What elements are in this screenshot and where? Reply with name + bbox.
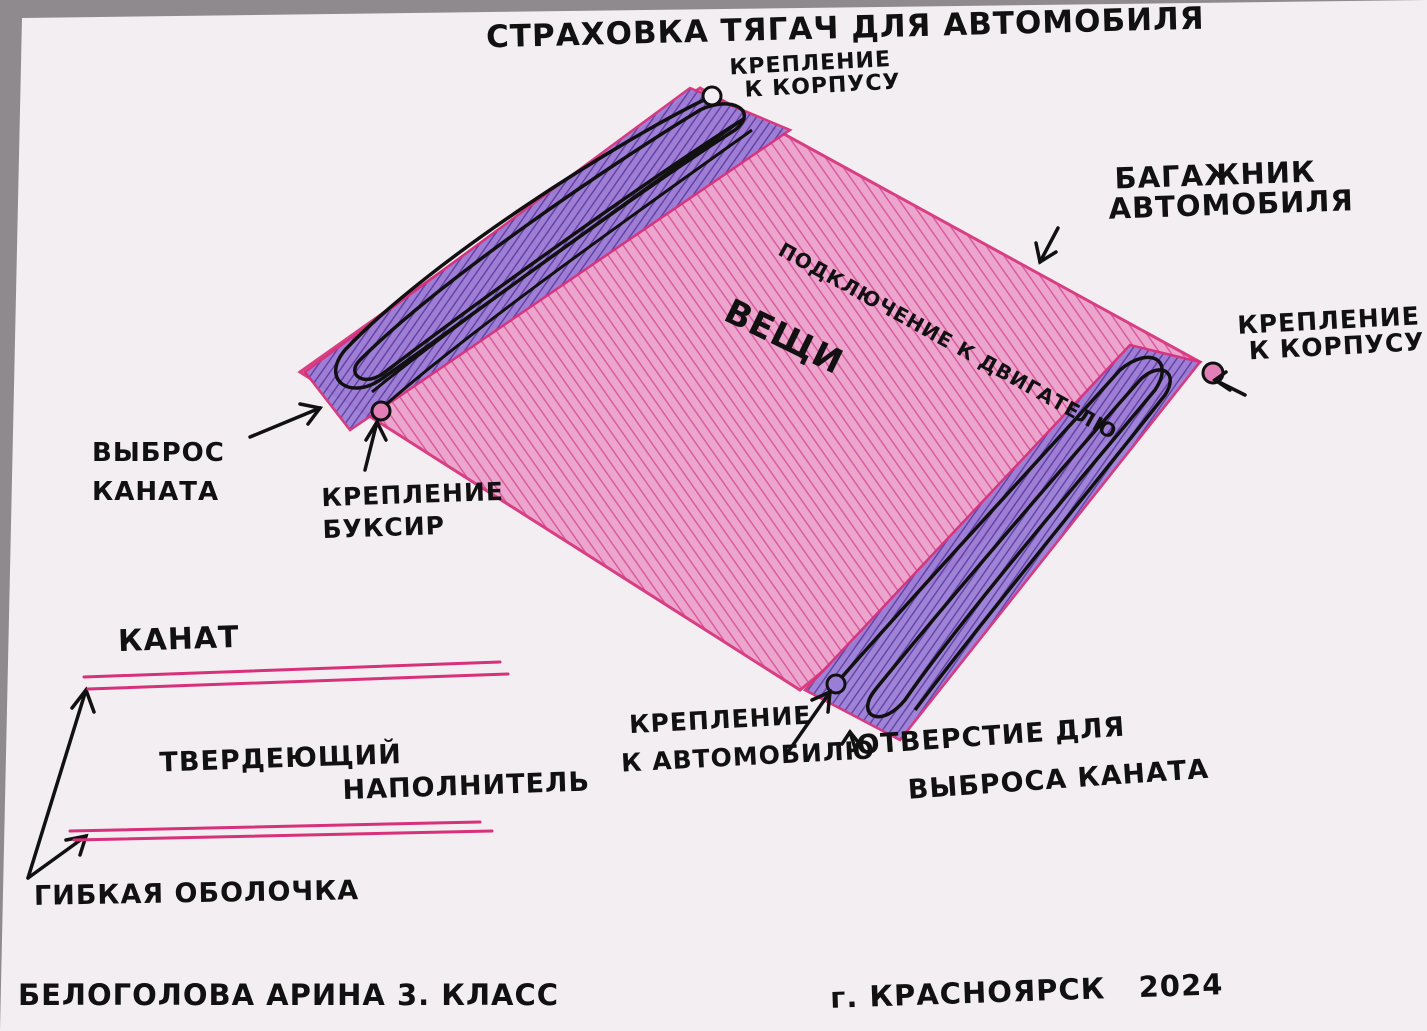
label-line: КРЕПЛЕНИЕ: [321, 479, 504, 512]
label-rope-ejection: ВЫБРОС КАНАТА: [92, 440, 225, 507]
label-mount-tow: КРЕПЛЕНИЕ БУКСИР: [321, 479, 505, 544]
legend-rope: КАНАТ: [117, 622, 240, 658]
label-trunk: БАГАЖНИК АВТОМОБИЛЯ: [1077, 155, 1354, 225]
mount-point-top: [703, 87, 721, 105]
mount-point-tow: [372, 402, 390, 420]
label-line: КАНАТА: [92, 479, 225, 506]
label-mount-body-top: КРЕПЛЕНИЕ К КОРПУСУ: [729, 48, 901, 103]
footer-author: БЕЛОГОЛОВА АРИНА 3. КЛАСС: [18, 980, 559, 1010]
label-mount-body-right: КРЕПЛЕНИЕ К КОРПУСУ: [1237, 303, 1425, 365]
legend-shell: ГИБКАЯ ОБОЛОЧКА: [34, 877, 360, 911]
label-mount-car: КРЕПЛЕНИЕ К АВТОМОБИЛЮ: [618, 699, 875, 777]
label-line: ВЫБРОС: [92, 440, 225, 467]
